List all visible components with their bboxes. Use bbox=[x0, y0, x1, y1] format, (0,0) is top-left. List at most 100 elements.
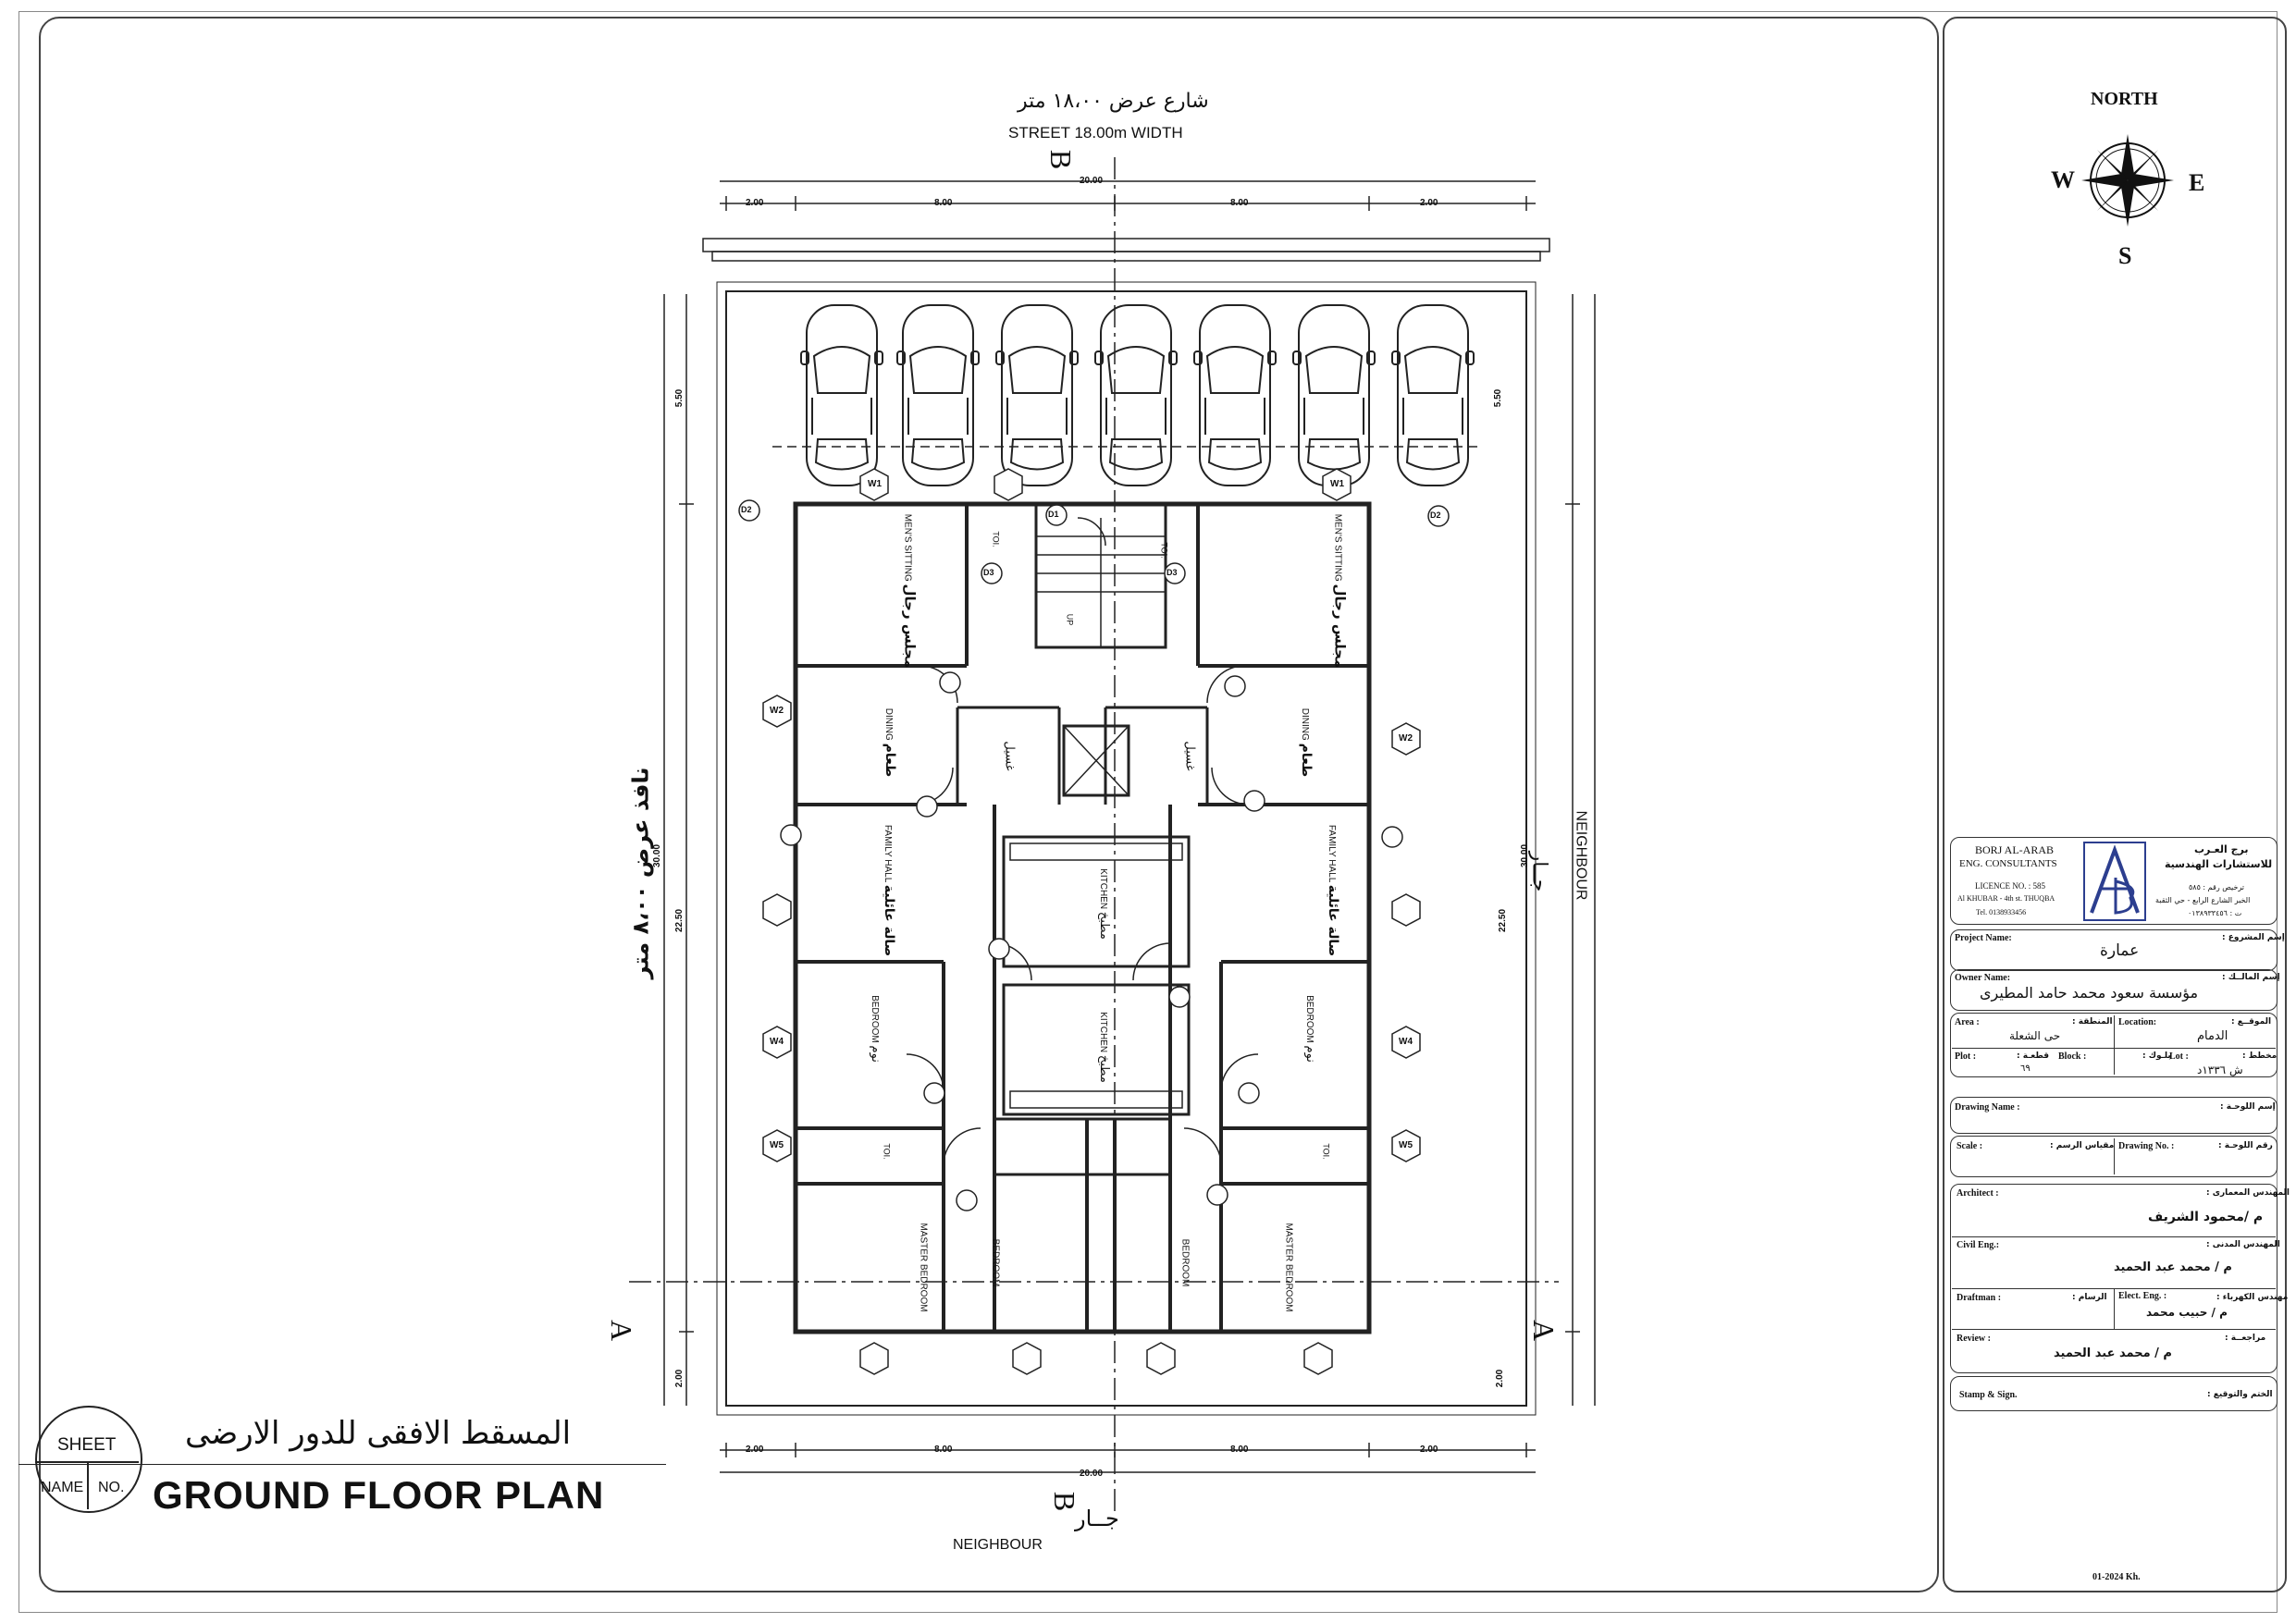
owner-ar-label: إسم المالــك : bbox=[2222, 973, 2280, 982]
dim-left-3: 22.50 bbox=[674, 908, 685, 933]
tag-w4-left: W4 bbox=[770, 1037, 784, 1047]
company-name-ar-1: برج العـرب bbox=[2194, 843, 2249, 855]
dim-bottom-5: 2.00 bbox=[1420, 1445, 1438, 1455]
room-master-bedroom-right: MASTER BEDROOM bbox=[1283, 1223, 1294, 1312]
room-mens-sitting-right: MEN'S SITTING مجلس رجال bbox=[1331, 513, 1349, 669]
company-tel: Tel. 0138933456 bbox=[1976, 908, 2027, 916]
project-name-value: عمارة bbox=[2100, 941, 2140, 960]
area-value: حى الشعلة bbox=[2009, 1029, 2061, 1042]
section-b-top: B bbox=[1044, 149, 1079, 170]
architect-ar-label: المهندس المعمارى : bbox=[2206, 1188, 2290, 1198]
drawing-frame bbox=[39, 17, 1939, 1592]
sheet-bubble-vdivider bbox=[87, 1461, 89, 1509]
scale-label: Scale : bbox=[1957, 1141, 1983, 1151]
room-family-hall-right: FAMILY HALL صالة عائلية bbox=[1326, 824, 1341, 957]
drawing-no-label: Drawing No. : bbox=[2118, 1141, 2175, 1151]
review-value: م / محمد عبد الحميد bbox=[2054, 1346, 2172, 1360]
room-toilet-right: TOI. bbox=[1321, 1143, 1331, 1160]
compass-east-label: E bbox=[2189, 169, 2205, 196]
location-label: Location: bbox=[2118, 1017, 2157, 1027]
room-bedroom-left: BEDROOM نوم bbox=[868, 995, 883, 1063]
tag-d2-right: D2 bbox=[1430, 510, 1441, 520]
room-mens-sitting-left: MEN'S SITTING مجلس رجال bbox=[901, 513, 919, 669]
block-ar-label: بلـوك : bbox=[2142, 1051, 2171, 1061]
civil-value: م / محمد عبد الحميد bbox=[2114, 1260, 2232, 1274]
review-label: Review : bbox=[1957, 1334, 1991, 1344]
dim-right-4: 2.00 bbox=[1495, 1369, 1506, 1388]
plot-ar-label: قطعـة : bbox=[2017, 1051, 2050, 1061]
parked-car-1 bbox=[800, 304, 883, 486]
bottom-neighbour-arabic: جــار bbox=[1075, 1506, 1119, 1531]
company-logo-icon bbox=[2083, 842, 2146, 921]
tag-w1-left: W1 bbox=[868, 479, 882, 489]
title-block-frame bbox=[1943, 17, 2287, 1592]
scale-row bbox=[1950, 1136, 2277, 1177]
parked-car-5 bbox=[1193, 304, 1277, 486]
eng-divider-v bbox=[2114, 1288, 2115, 1329]
room-dining-right: DINING طعام bbox=[1299, 707, 1315, 778]
lot-label: Lot : bbox=[2169, 1051, 2189, 1062]
stamp-label: Stamp & Sign. bbox=[1959, 1390, 2018, 1400]
project-name-ar-label: إسم المشروع : bbox=[2222, 933, 2285, 942]
lot-value: ش ١٣٣٦د bbox=[2197, 1064, 2243, 1076]
street-name-arabic: شارع عرض ١٨،٠٠ متر bbox=[1018, 90, 1209, 113]
parked-car-4 bbox=[1094, 304, 1178, 486]
room-kitchen-upper: KITCHEN مطبخ bbox=[1096, 868, 1111, 940]
stamp-ar-label: الختم والتوقيع : bbox=[2207, 1390, 2273, 1399]
room-bedroom-center-right: BEDROOM bbox=[1179, 1238, 1191, 1287]
owner-label: Owner Name: bbox=[1955, 973, 2011, 983]
elect-ar-label: مهندس الكهرباء : bbox=[2216, 1293, 2289, 1302]
eng-divider-1 bbox=[1952, 1236, 2276, 1237]
location-value: الدمام bbox=[2197, 1029, 2228, 1043]
company-name-en-1: BORJ AL-ARAB bbox=[1975, 843, 2055, 856]
sheet-bubble bbox=[35, 1406, 142, 1513]
owner-value: مؤسسة سعود محمد حامد المطيرى bbox=[1980, 984, 2199, 1002]
elect-value: م / حبيب محمد bbox=[2146, 1306, 2228, 1319]
room-toilet-left: TOI. bbox=[882, 1143, 892, 1160]
sheet-title-underline bbox=[19, 1464, 666, 1465]
company-block bbox=[1950, 837, 2277, 925]
stamp-row bbox=[1950, 1376, 2277, 1411]
tag-d1: D1 bbox=[1048, 510, 1059, 519]
company-name-ar-2: للاستشارات الهندسية bbox=[2165, 858, 2273, 870]
company-address: Al KHUBAR - 4th st. THUQBA bbox=[1957, 894, 2055, 903]
company-address-ar: الخبر الشارع الرابع - حي الثقبة bbox=[2155, 896, 2251, 904]
room-wash-right: غسيل bbox=[1182, 741, 1197, 771]
street-name-english: STREET 18.00m WIDTH bbox=[1008, 124, 1183, 141]
tag-w2-right: W2 bbox=[1399, 733, 1413, 744]
sheet-label: SHEET bbox=[57, 1435, 117, 1455]
tag-w5-left: W5 bbox=[770, 1140, 784, 1150]
plot-value: ٦٩ bbox=[2020, 1064, 2031, 1074]
project-name-label: Project Name: bbox=[1955, 933, 2012, 943]
tag-w4-right: W4 bbox=[1399, 1037, 1413, 1047]
dim-right-3: 22.50 bbox=[1498, 908, 1509, 933]
project-name-row bbox=[1950, 929, 2277, 971]
compass-south-label: S bbox=[2118, 242, 2132, 269]
draftman-ar-label: الرسام : bbox=[2072, 1293, 2107, 1302]
owner-row bbox=[1950, 969, 2277, 1011]
sheet-border bbox=[19, 11, 2277, 1613]
area-plot-divider bbox=[1952, 1048, 2276, 1049]
dim-bottom-2: 8.00 bbox=[934, 1445, 953, 1455]
parked-car-2 bbox=[896, 304, 980, 486]
dim-bottom-1: 2.00 bbox=[746, 1445, 764, 1455]
room-toilet-top-right: TOI. bbox=[1159, 542, 1169, 559]
compass-north-label: NORTH bbox=[2091, 89, 2158, 109]
room-toilet-top-left: TOI. bbox=[991, 531, 1001, 547]
tag-d3-right: D3 bbox=[1167, 568, 1178, 577]
eng-divider-3 bbox=[1952, 1329, 2276, 1330]
review-ar-label: مراجعــة : bbox=[2225, 1334, 2266, 1343]
tag-w5-right: W5 bbox=[1399, 1140, 1413, 1150]
drawing-date: 01-2024 Kh. bbox=[2092, 1572, 2141, 1582]
stair-up-label: UP bbox=[1065, 613, 1075, 626]
dim-right-1: 5.50 bbox=[1493, 388, 1504, 408]
civil-ar-label: المهندس المدنى : bbox=[2206, 1240, 2280, 1249]
scale-ar-label: مقياس الرسم : bbox=[2050, 1141, 2115, 1150]
company-name-en-2: ENG. CONSULTANTS bbox=[1959, 858, 2057, 869]
tag-d2-left: D2 bbox=[741, 505, 752, 514]
dim-top-5: 2.00 bbox=[1420, 198, 1438, 208]
section-b-bottom: B bbox=[1048, 1491, 1082, 1512]
parked-car-6 bbox=[1292, 304, 1376, 486]
tag-d3-left: D3 bbox=[983, 568, 994, 577]
